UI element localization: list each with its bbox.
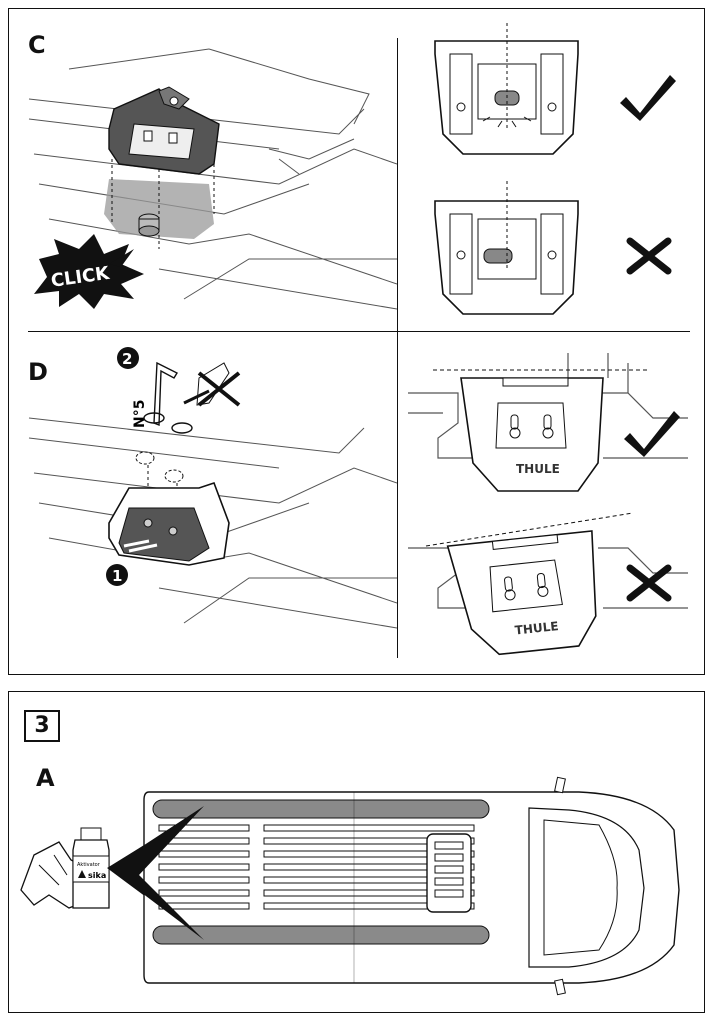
cross-mark-icon <box>626 237 672 275</box>
step-1-marker <box>106 564 128 586</box>
step-2-number: 2 <box>122 350 132 368</box>
step-1-number: 1 <box>112 567 122 585</box>
section-a-cleaning: Aktivator sika <box>9 770 703 1010</box>
clip-correct-view <box>434 23 579 155</box>
section-c-clip-check <box>398 9 704 331</box>
roof-rail-upper <box>152 799 490 819</box>
step-number-box: 3 <box>24 710 60 742</box>
van-roof-cleaning-illustration: Aktivator sika <box>20 776 680 996</box>
cross-mark-icon-alignment <box>626 564 672 602</box>
step-2-marker <box>117 347 139 369</box>
vertical-divider <box>397 38 399 658</box>
bottle-small-text: Aktivator <box>77 862 101 868</box>
tool-size-label: N°5 <box>132 400 148 428</box>
checkmark-icon-alignment <box>624 411 680 457</box>
roof-rail-lower <box>152 925 490 945</box>
section-label-d: D <box>28 358 48 386</box>
activator-bottle: Aktivator sika <box>72 827 110 909</box>
section-label-a: A <box>36 764 55 792</box>
section-d-foot-tighten: N°5 2 1 D <box>9 333 397 663</box>
alignment-check-illustration: THULE THULE <box>408 353 688 656</box>
section-d-alignment-check: THULE THULE <box>398 333 704 663</box>
clip-wrong-view <box>434 181 579 315</box>
bottle-brand-label: sika <box>88 871 106 880</box>
no-torque-wrench-icon <box>183 362 241 407</box>
clip-check-illustration <box>434 23 676 315</box>
brand-logo-upper: THULE <box>516 462 560 476</box>
section-label-c: C <box>28 31 46 59</box>
foot-click-illustration: CLICK <box>28 48 397 310</box>
horizontal-divider <box>28 331 690 333</box>
foot-tighten-illustration: N°5 2 1 <box>28 347 397 629</box>
brand-logo-lower: THULE <box>514 619 559 638</box>
section-c-foot-click: CLICK C <box>9 9 397 331</box>
checkmark-icon <box>620 75 676 121</box>
